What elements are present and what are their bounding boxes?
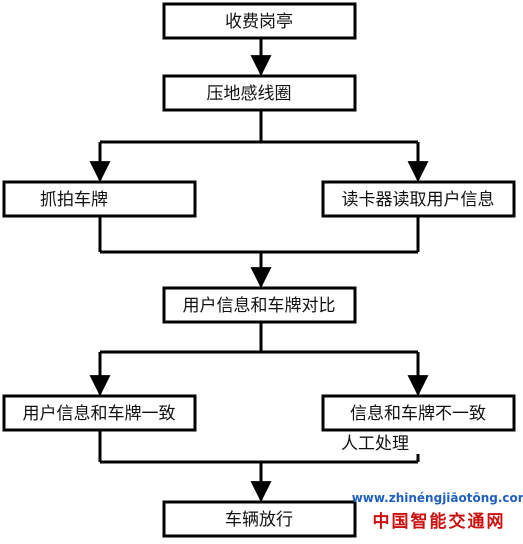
note-manual-processing: 人工处理: [341, 434, 409, 454]
node-card-reader: 读卡器读取用户信息: [342, 190, 495, 210]
node-mismatch-box: [321, 394, 516, 432]
watermark-name: 中国智能交通网: [373, 511, 506, 532]
watermark-url: www.zhinéngjiāotōng.com: [352, 491, 523, 505]
connectors: [89, 38, 429, 503]
node-toll-booth-box: [162, 2, 357, 40]
node-release-box: [162, 500, 357, 538]
node-card-reader-box: [321, 180, 516, 218]
node-compare-box: [162, 286, 357, 324]
node-loop-detector: 压地感线圈: [207, 84, 292, 104]
node-compare: 用户信息和车牌对比: [183, 296, 336, 316]
node-match: 用户信息和车牌一致: [23, 404, 176, 424]
node-loop-detector-box: [162, 74, 357, 112]
node-release: 车辆放行: [225, 510, 293, 530]
node-capture-plate-box: [2, 180, 197, 218]
node-capture-plate: 抓拍车牌: [40, 190, 108, 210]
node-toll-booth: 收费岗亭: [225, 12, 293, 32]
node-mismatch: 信息和车牌不一致: [350, 404, 486, 424]
node-match-box: [2, 394, 197, 432]
watermark: www.zhinéngjiāotōng.com 中国智能交通网: [352, 491, 523, 532]
